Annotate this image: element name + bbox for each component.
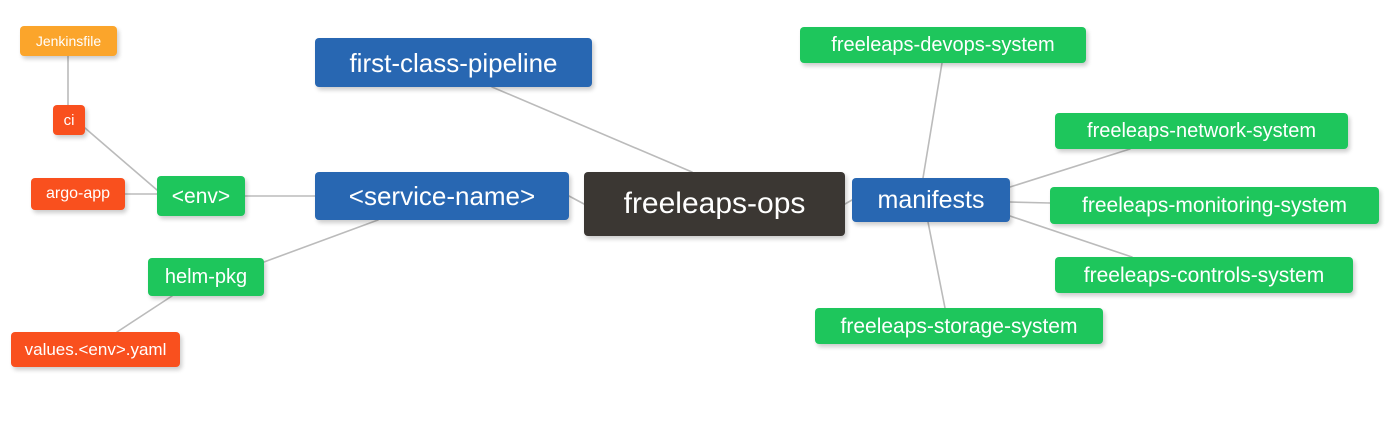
node-label-manifests: manifests	[877, 185, 985, 214]
node-ci[interactable]: ci	[53, 105, 85, 135]
edge-ops-manifests	[844, 199, 853, 205]
edge-manifests-devops	[922, 62, 943, 179]
edge-manifests-monitoring	[1009, 201, 1051, 204]
node-values-env-yaml[interactable]: values.<env>.yaml	[11, 332, 180, 367]
node-first-class-pipeline[interactable]: first-class-pipeline	[315, 38, 592, 87]
edge-service-name-helm-pkg	[263, 219, 379, 263]
node-service-name[interactable]: <service-name>	[315, 172, 569, 220]
node-label-env: <env>	[171, 184, 231, 208]
node-freeleaps-storage-system[interactable]: freeleaps-storage-system	[815, 308, 1103, 344]
edge-ops-service-name	[568, 195, 585, 205]
node-label-first-class-pipeline: first-class-pipeline	[349, 47, 558, 78]
node-freeleaps-monitoring-system[interactable]: freeleaps-monitoring-system	[1050, 187, 1379, 224]
node-label-freeleaps-storage-system: freeleaps-storage-system	[840, 314, 1078, 338]
node-label-helm-pkg: helm-pkg	[164, 266, 248, 288]
node-label-argo-app: argo-app	[45, 185, 111, 202]
node-label-ci: ci	[63, 111, 75, 129]
node-label-freeleaps-network-system: freeleaps-network-system	[1087, 120, 1316, 142]
node-helm-pkg[interactable]: helm-pkg	[148, 258, 264, 296]
node-label-jenkinsfile: Jenkinsfile	[35, 33, 102, 49]
edge-manifests-network	[1009, 148, 1131, 188]
node-label-values-env-yaml: values.<env>.yaml	[24, 340, 167, 359]
node-freeleaps-network-system[interactable]: freeleaps-network-system	[1055, 113, 1348, 149]
node-freeleaps-controls-system[interactable]: freeleaps-controls-system	[1055, 257, 1353, 293]
node-jenkinsfile[interactable]: Jenkinsfile	[20, 26, 117, 56]
node-label-freeleaps-devops-system: freeleaps-devops-system	[831, 34, 1055, 56]
edge-ops-first-class-pipeline	[491, 86, 693, 173]
node-freeleaps-ops[interactable]: freeleaps-ops	[584, 172, 845, 236]
node-label-freeleaps-controls-system: freeleaps-controls-system	[1083, 263, 1325, 287]
node-label-service-name: <service-name>	[348, 181, 536, 211]
node-freeleaps-devops-system[interactable]: freeleaps-devops-system	[800, 27, 1086, 63]
node-label-freeleaps-monitoring-system: freeleaps-monitoring-system	[1082, 194, 1347, 217]
node-env[interactable]: <env>	[157, 176, 245, 216]
node-label-freeleaps-ops: freeleaps-ops	[623, 187, 806, 220]
node-manifests[interactable]: manifests	[852, 178, 1010, 222]
edge-helm-pkg-values	[116, 295, 173, 333]
edge-manifests-storage	[927, 221, 946, 309]
node-argo-app[interactable]: argo-app	[31, 178, 125, 210]
